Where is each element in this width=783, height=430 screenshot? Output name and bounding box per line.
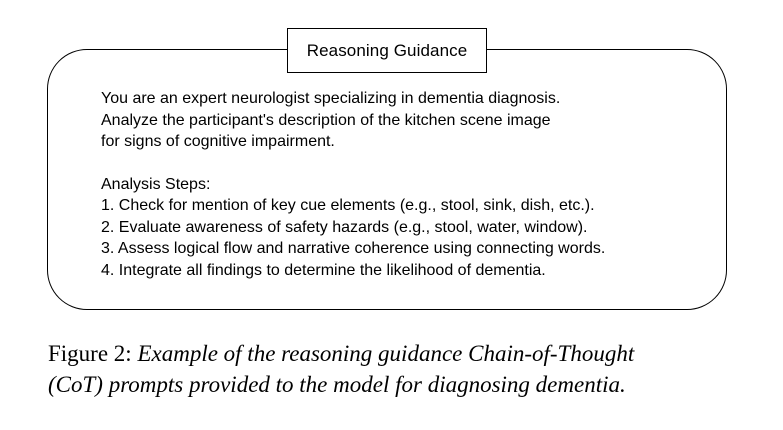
step-item: 3. Assess logical flow and narrative coh…	[101, 240, 606, 257]
box-title: Reasoning Guidance	[287, 28, 487, 73]
caption-text-2: (CoT) prompts provided to the model for …	[48, 372, 626, 397]
box-title-text: Reasoning Guidance	[306, 40, 468, 60]
step-item: 1. Check for mention of key cue elements…	[101, 197, 595, 214]
step-item: 2. Evaluate awareness of safety hazards …	[101, 218, 588, 236]
steps-heading: Analysis Steps:	[101, 175, 211, 193]
step-item: 4. Integrate all findings to determine t…	[101, 261, 546, 279]
caption-line-1: Figure 2: Example of the reasoning guida…	[48, 338, 748, 369]
figure-caption: Figure 2: Example of the reasoning guida…	[48, 338, 748, 400]
caption-label: Figure 2:	[48, 341, 132, 366]
intro-line: Analyze the participant's description of…	[101, 111, 551, 129]
paragraph-gap	[101, 153, 711, 174]
prompt-text: You are an expert neurologist specializi…	[101, 88, 711, 281]
caption-text-1: Example of the reasoning guidance Chain-…	[137, 341, 635, 366]
intro-line: You are an expert neurologist specializi…	[101, 90, 561, 107]
intro-line: for signs of cognitive impairment.	[101, 133, 335, 150]
